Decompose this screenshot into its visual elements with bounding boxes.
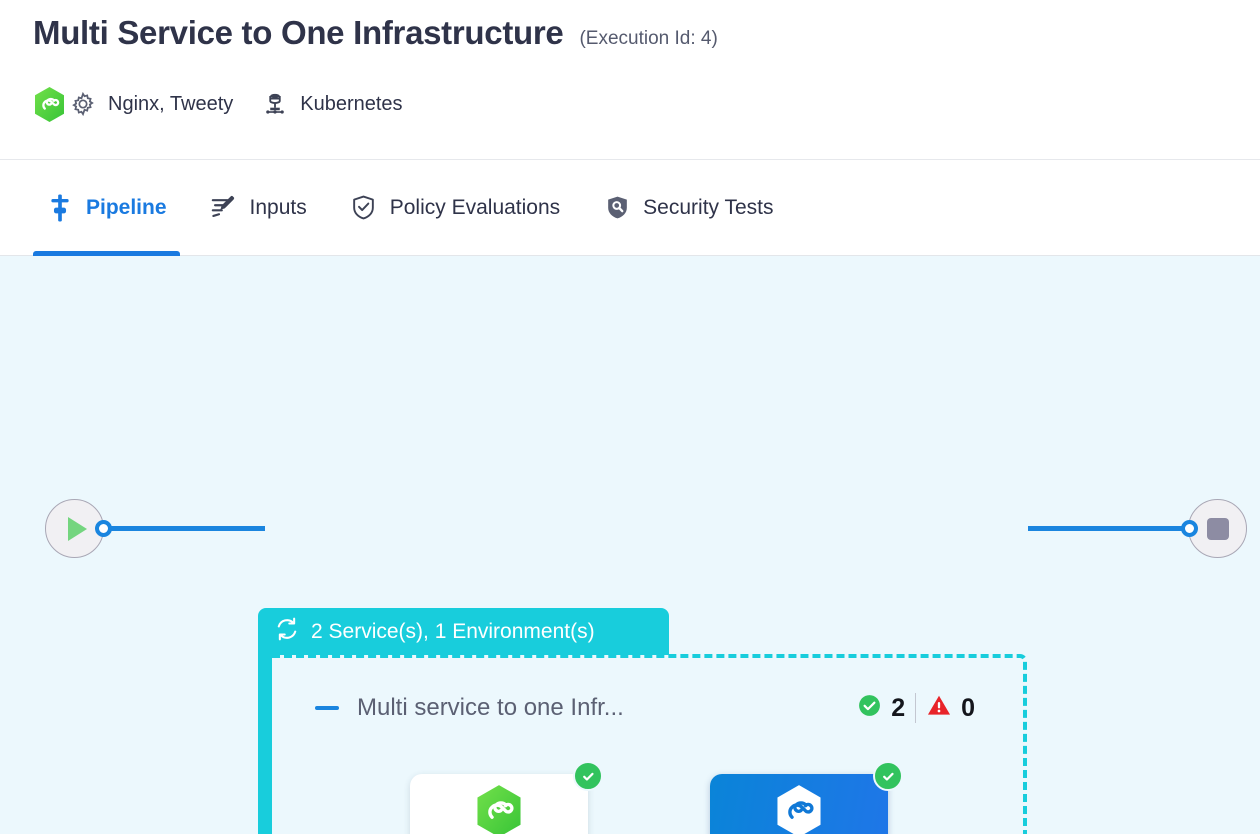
infrastructure-text: Kubernetes <box>300 92 403 115</box>
green-hexagon-logo-icon <box>33 84 69 124</box>
execution-id-label: (Execution Id: 4) <box>579 28 718 49</box>
server-node-icon <box>261 90 289 118</box>
warning-triangle-icon <box>926 693 952 723</box>
page-title: Multi Service to One Infrastructure <box>33 14 564 51</box>
shield-search-icon <box>603 194 631 222</box>
loop-repeat-icon <box>274 616 300 647</box>
counter-divider <box>915 693 917 723</box>
group-title-row: Multi service to one Infr... 2 <box>315 693 975 723</box>
tab-security-tests-label: Security Tests <box>643 195 774 219</box>
group-container[interactable] <box>265 654 1027 834</box>
pipeline-icon <box>46 194 74 222</box>
page-header: Multi Service to One Infrastructure (Exe… <box>0 0 1260 160</box>
check-circle-icon <box>573 761 603 791</box>
edit-inputs-icon <box>210 194 238 222</box>
pipeline-start-node[interactable] <box>45 499 104 558</box>
pipeline-canvas[interactable]: 2 Service(s), 1 Environment(s) Multi ser… <box>0 256 1260 834</box>
tab-inputs[interactable]: Inputs <box>197 160 320 256</box>
tab-inputs-label: Inputs <box>249 195 307 219</box>
group-name: Multi service to one Infr... <box>357 694 624 721</box>
tab-bar: Pipeline Inputs Policy Evaluations <box>0 160 1260 256</box>
group-counters: 2 0 <box>857 693 975 723</box>
edge-start-to-group <box>110 526 265 531</box>
tab-pipeline-label: Pipeline <box>86 195 167 219</box>
service-card-nginx[interactable]: </> <box>410 761 603 834</box>
tab-policy-evaluations-label: Policy Evaluations <box>389 195 561 219</box>
gear-icon <box>69 90 97 118</box>
shield-check-icon <box>350 194 378 222</box>
meta-row: Nginx, Tweety Kubernetes <box>33 84 403 124</box>
check-circle-icon <box>857 693 882 723</box>
services-meta: Nginx, Tweety <box>69 90 233 118</box>
group-header-label: 2 Service(s), 1 Environment(s) <box>311 619 595 643</box>
tab-security-tests[interactable]: Security Tests <box>590 160 786 256</box>
failure-count: 0 <box>961 693 975 722</box>
failure-counter: 0 <box>926 693 975 723</box>
pipeline-end-node[interactable] <box>1188 499 1247 558</box>
title-row: Multi Service to One Infrastructure (Exe… <box>33 14 718 52</box>
service-card-tweety[interactable]: </> <box>710 761 903 834</box>
edge-group-to-end <box>1028 526 1184 531</box>
success-counter: 2 <box>857 693 905 723</box>
tab-pipeline[interactable]: Pipeline <box>33 160 180 256</box>
services-text: Nginx, Tweety <box>108 92 234 115</box>
minus-icon[interactable] <box>315 706 339 710</box>
tweety-hexagon-logo-icon <box>775 784 824 834</box>
group-header[interactable]: 2 Service(s), 1 Environment(s) <box>258 608 669 655</box>
infrastructure-meta: Kubernetes <box>261 90 403 118</box>
start-output-port[interactable] <box>95 520 112 537</box>
group-accent-bar <box>258 652 272 834</box>
success-count: 2 <box>891 693 906 722</box>
tab-policy-evaluations[interactable]: Policy Evaluations <box>337 160 573 256</box>
stop-icon <box>1206 517 1229 540</box>
play-icon <box>68 516 87 541</box>
end-input-port[interactable] <box>1181 520 1198 537</box>
check-circle-icon <box>873 761 903 791</box>
nginx-hexagon-logo-icon <box>475 784 524 834</box>
